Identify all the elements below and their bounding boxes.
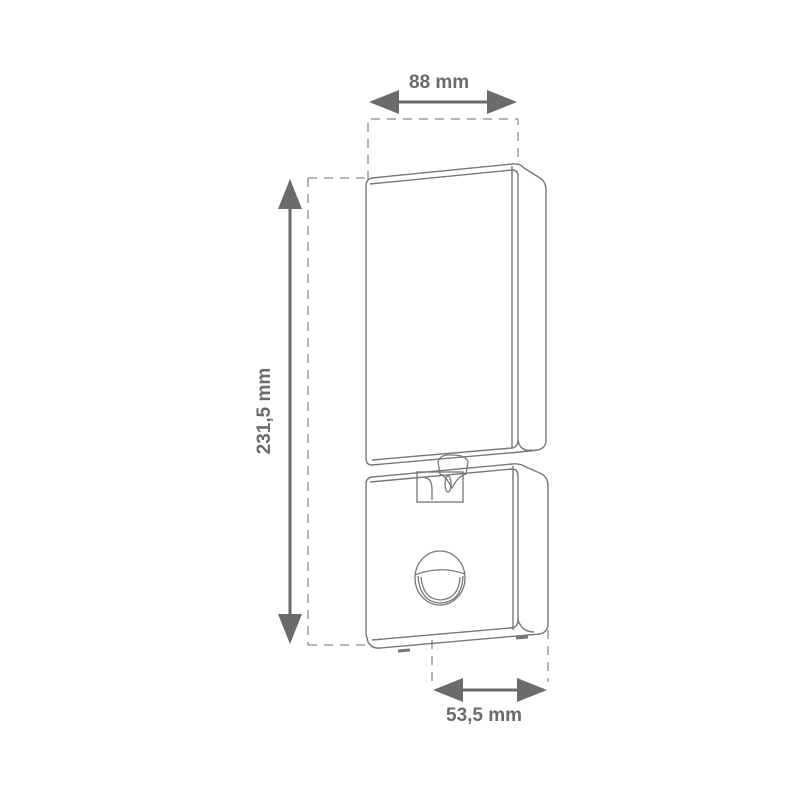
hinge-bracket bbox=[416, 454, 469, 503]
extension-lines bbox=[307, 118, 549, 682]
sensor-housing bbox=[365, 463, 549, 653]
height-label: 231,5 mm bbox=[254, 367, 275, 455]
motion-sensor bbox=[414, 550, 466, 606]
width-label: 88 mm bbox=[409, 72, 470, 93]
depth-label: 53,5 mm bbox=[446, 705, 523, 726]
lamp-panel bbox=[365, 163, 547, 466]
dimension-arrows bbox=[278, 90, 547, 702]
